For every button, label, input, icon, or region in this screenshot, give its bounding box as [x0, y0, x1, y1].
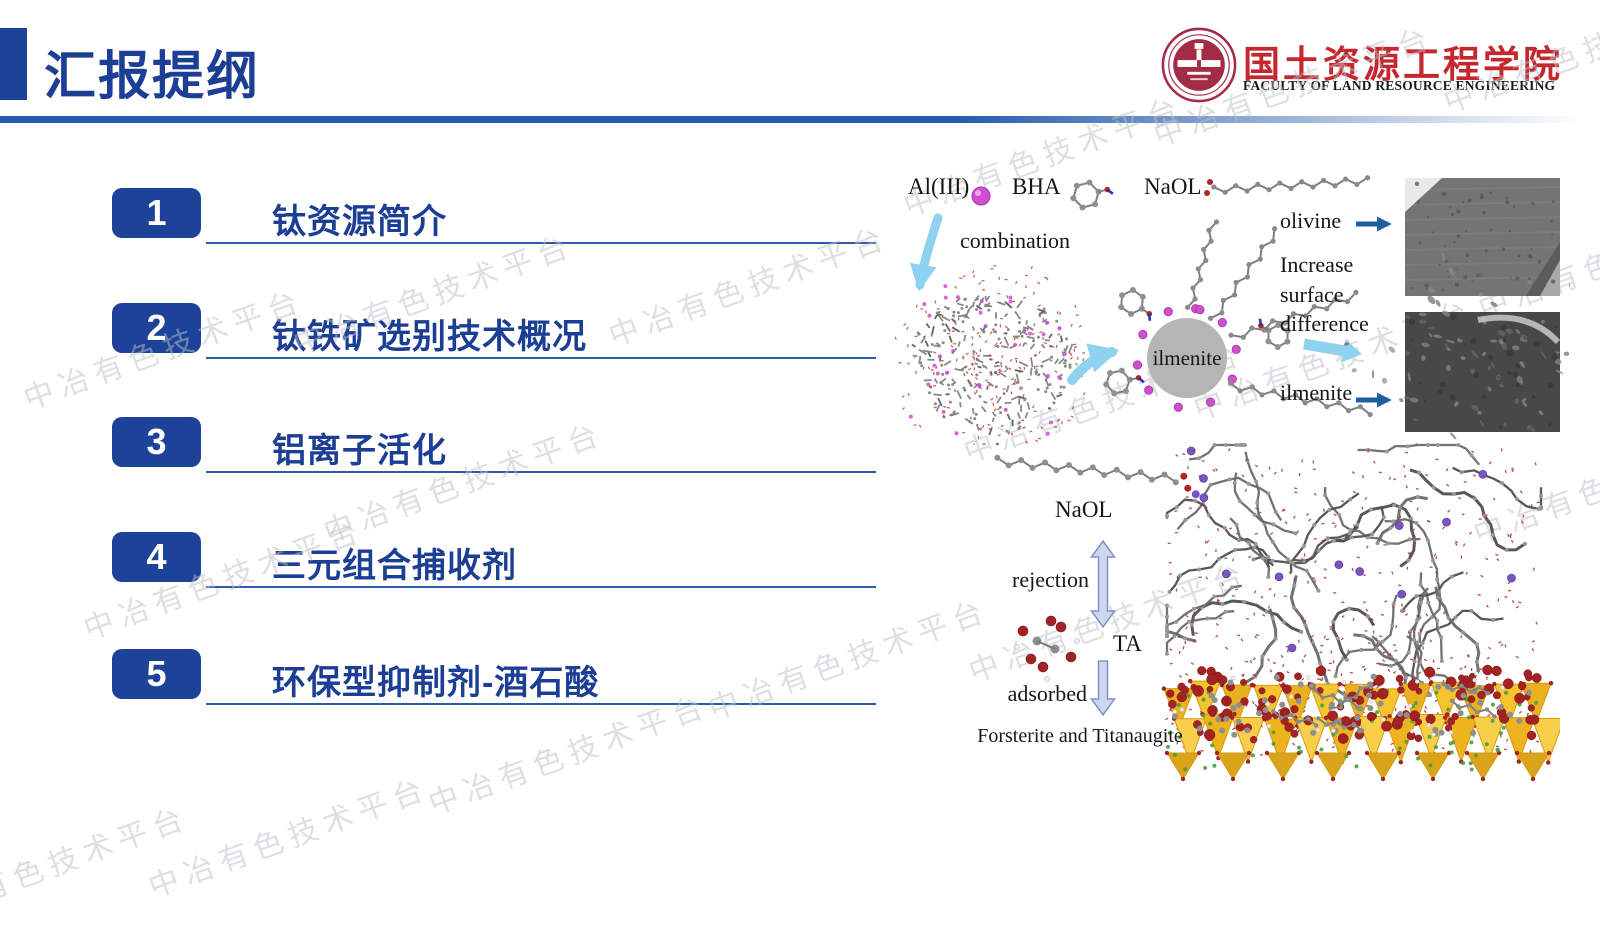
item-number-badge: 5 [112, 649, 201, 699]
item-number-badge: 1 [112, 188, 201, 238]
label-bha: BHA [1012, 174, 1061, 200]
item-label: 三元组合捕收剂 [272, 538, 517, 587]
item-number-badge: 4 [112, 532, 201, 582]
label-olivine: olivine [1280, 208, 1341, 234]
label-combination: combination [960, 228, 1070, 254]
university-seal-icon [1160, 26, 1238, 109]
item-label: 钛铁矿选别技术概况 [272, 309, 587, 358]
watermark-text: 中冶有色技术平台 [701, 586, 994, 729]
label-al3: Al(III) [908, 174, 969, 200]
figure-adsorption-simulation: NaOL rejection TA adsorbed Forsterite an… [955, 435, 1560, 785]
item-underline [206, 357, 876, 359]
watermark-text: 中冶有色技术平台 [141, 764, 434, 907]
item-underline [206, 242, 876, 244]
watermark-text: 中冶有色技术平台 [0, 793, 195, 935]
title-accent-bar [0, 28, 27, 100]
mechanism-art [880, 160, 1570, 445]
page-title: 汇报提纲 [44, 34, 260, 109]
item-number-badge: 3 [112, 417, 201, 467]
figure-flotation-mechanism: Al(III) BHA NaOL combination ilmenite ol… [880, 160, 1570, 445]
label-naol: NaOL [1144, 174, 1201, 200]
label-rejection: rejection [997, 567, 1089, 593]
item-underline [206, 586, 876, 588]
label-ilmenite-sem: ilmenite [1280, 380, 1352, 406]
label-naol2: NaOL [1055, 497, 1112, 523]
header-divider [0, 116, 1600, 123]
label-adsorbed: adsorbed [995, 681, 1087, 707]
label-surface-note: Increase surface difference [1280, 250, 1384, 339]
label-substrate: Forsterite and Titanaugite [959, 725, 1201, 748]
item-underline [206, 471, 876, 473]
item-label: 环保型抑制剂-酒石酸 [272, 655, 599, 704]
item-number-badge: 2 [112, 303, 201, 353]
item-label: 铝离子活化 [272, 423, 447, 472]
watermark-text: 中冶有色技术平台 [601, 213, 894, 356]
label-ilmenite-particle: ilmenite [1143, 346, 1231, 371]
item-label: 钛资源简介 [272, 194, 447, 243]
label-ta: TA [1113, 631, 1142, 657]
item-underline [206, 703, 876, 705]
faculty-name-en: FACULTY OF LAND RESOURCE ENGINEERING [1243, 78, 1543, 94]
